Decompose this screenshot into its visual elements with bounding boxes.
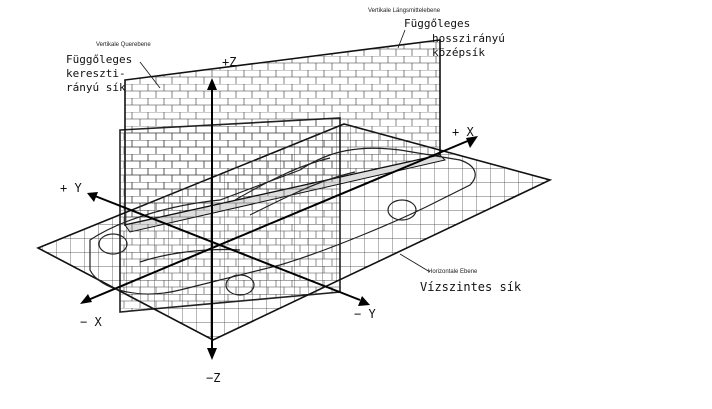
vertical-transverse-line2: kereszti- [66,67,126,80]
vertical-longitudinal-line2: hosszirányú [432,32,505,45]
vertical-transverse-small: Vertikale Querebene [96,42,151,48]
label-leaders [139,29,431,273]
y-axis [94,195,361,301]
plus-z-arrow [207,78,217,90]
vertical-longitudinal-line3: középsík [432,46,485,59]
plus-z-label: +Z [222,55,236,69]
axis-arrowheads [80,78,478,360]
horizontal-line1: Vízszintes sík [420,280,522,294]
vertical-transverse-line3: rányú sík [66,81,126,94]
vertical-transverse-label: Vertikale Querebene Függőleges kereszti-… [66,42,151,94]
minus-x-label: − X [80,315,102,329]
minus-z-label: −Z [206,371,220,385]
minus-y-label: − Y [354,307,376,321]
vertical-longitudinal-small: Vertikale Längsmittelebene [368,8,441,14]
horizontal-plane-label: Horizontale Ebene Vízszintes sík [420,269,522,294]
vertical-longitudinal-label: Vertikale Längsmittelebene Függőleges ho… [368,8,505,59]
axis-lines [87,88,471,348]
vertical-transverse-plane [119,117,341,313]
vertical-longitudinal-line1: Függőleges [404,17,470,30]
plus-y-arrow [87,192,98,202]
minus-x-arrow [80,294,92,304]
x-axis [87,139,471,301]
plus-x-label: + X [452,125,474,139]
horizontal-small: Horizontale Ebene [428,269,478,275]
car-outline [89,147,476,296]
plus-y-label: + Y [60,181,82,195]
minus-y-arrow [358,296,370,306]
vertical-transverse-line1: Függőleges [66,53,132,66]
plus-x-arrow [466,136,478,148]
minus-z-arrow [207,348,217,360]
